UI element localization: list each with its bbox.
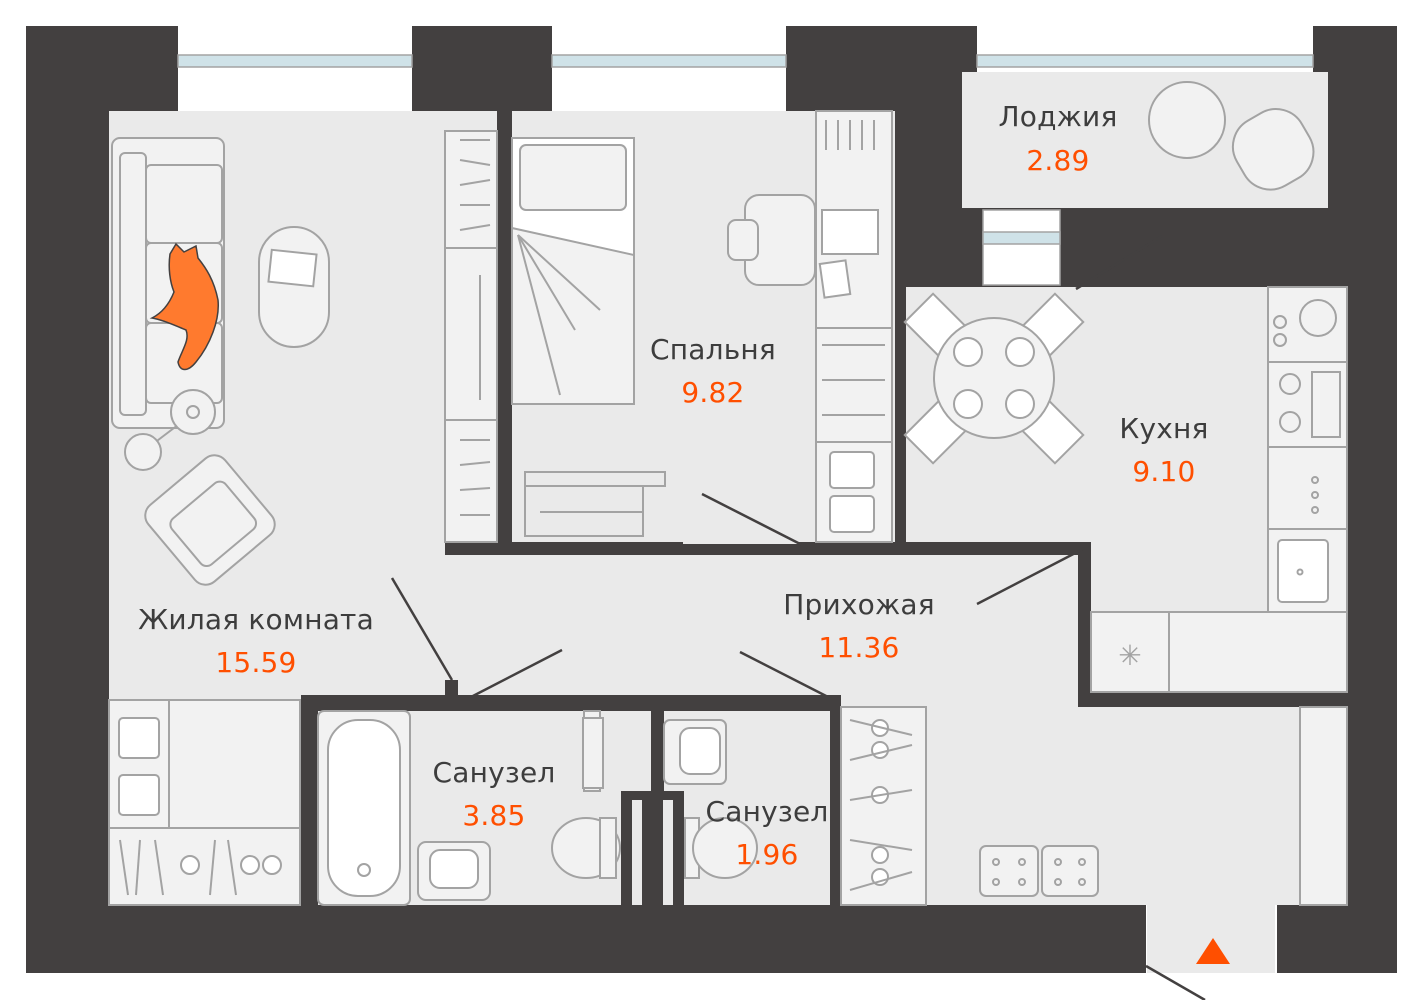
- shoe-rack-icon: [108, 699, 301, 906]
- bedroom-area: 9.82: [681, 376, 745, 409]
- living-room-area: 15.59: [215, 646, 297, 679]
- svg-text:✳: ✳: [1118, 639, 1141, 672]
- desk-icon: [815, 110, 893, 329]
- sink-icon: [1267, 528, 1348, 613]
- toilet-icon: [684, 817, 758, 879]
- living-room-name: Жилая комната: [138, 603, 374, 636]
- floor-lamp-icon: [124, 389, 216, 471]
- poufs-icon: [979, 845, 1099, 897]
- coffee-table-icon: [258, 226, 330, 348]
- sink-icon: [417, 841, 491, 901]
- toilet-icon: [551, 710, 621, 879]
- office-chair-icon: [727, 194, 816, 286]
- hallway-closet-icon: [1299, 706, 1348, 906]
- window: [976, 54, 1314, 68]
- kitchen-name: Кухня: [1119, 412, 1209, 445]
- wardrobe-icon: [444, 130, 498, 543]
- dining-table-icon: [903, 292, 1085, 465]
- bath2-name: Санузел: [705, 795, 829, 828]
- fridge-icon: ✳: [1090, 611, 1348, 693]
- door-swings: [390, 234, 1206, 1000]
- window: [551, 26, 787, 111]
- loggia-table-icon: [1148, 81, 1315, 191]
- cat-icon: [149, 242, 219, 371]
- loggia-area: 2.89: [1026, 144, 1090, 177]
- loggia-door: [982, 209, 1061, 286]
- bath1-name: Санузел: [432, 756, 556, 789]
- bed-icon: [511, 137, 635, 405]
- bath1-area: 3.85: [462, 799, 526, 832]
- bath2-area: 1.96: [735, 838, 799, 871]
- bathtub-icon: [317, 710, 411, 906]
- wardrobe-icon: [815, 327, 893, 543]
- bench-icon: [524, 471, 666, 537]
- hallway-floor: [445, 555, 1078, 695]
- bedroom-name: Спальня: [650, 333, 776, 366]
- hallway-area: 11.36: [818, 631, 900, 664]
- kitchen-area: 9.10: [1132, 455, 1196, 488]
- shoe-rack-icon: [840, 706, 927, 906]
- window: [177, 26, 413, 111]
- sink-icon: [663, 719, 727, 785]
- wall: [497, 111, 512, 555]
- loggia-name: Лоджия: [998, 100, 1118, 133]
- stove-icon: [1267, 361, 1348, 530]
- armchair-icon: [144, 454, 276, 586]
- entrance-arrow-icon: [1196, 938, 1230, 964]
- kitchen-counter-icon: [1267, 286, 1348, 363]
- hallway-name: Прихожая: [783, 588, 935, 621]
